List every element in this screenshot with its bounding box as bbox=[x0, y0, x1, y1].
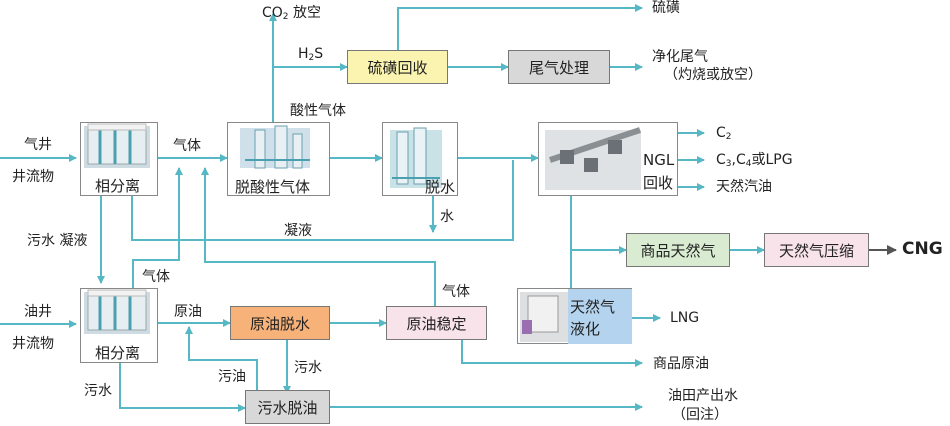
oil-sep-sewage-label: 污水 bbox=[84, 383, 112, 399]
flow-stabilize-gas bbox=[201, 167, 436, 308]
crude-oil-label: 原油 bbox=[174, 304, 202, 320]
crude-dewatering-box[interactable]: 原油脱水 bbox=[230, 306, 330, 340]
ngl-label-1: NGL bbox=[643, 151, 675, 169]
purified-tail-gas-note: （灼烧或放空） bbox=[664, 67, 762, 83]
phase-separator-gas-label: 相分离 bbox=[95, 177, 141, 195]
c3c4-lpg-label: C3,C4或LPG bbox=[716, 152, 793, 169]
flow-sewage-oil-return bbox=[185, 326, 258, 393]
lng-label-bg bbox=[568, 289, 632, 344]
flow-condensate bbox=[131, 160, 514, 241]
dewater-sewage-label: 污水 bbox=[294, 360, 322, 376]
flow-commercial-crude bbox=[461, 340, 643, 367]
lng-label-2: 液化 bbox=[570, 320, 601, 338]
commercial-gas-box[interactable]: 商品天然气 bbox=[626, 233, 730, 267]
oil-well-label: 油井 bbox=[24, 304, 52, 320]
flow-oil-sep-gas bbox=[132, 167, 183, 288]
sewage-condensate-label: 污水 凝液 bbox=[27, 233, 88, 249]
dehydration-label: 脱水 bbox=[425, 178, 456, 196]
lng-illustration bbox=[520, 292, 568, 342]
gas-well-label: 气井 bbox=[24, 137, 52, 153]
sewage-oil-label: 污油 bbox=[218, 369, 246, 385]
natural-gasoline-label: 天然汽油 bbox=[716, 179, 772, 195]
co2-vent-label: CO2 放空 bbox=[262, 5, 321, 22]
phase-separator-gas[interactable]: 相分离 bbox=[80, 122, 158, 196]
phase-separator-oil[interactable]: 相分离 bbox=[80, 288, 158, 363]
ngl-label-2: 回收 bbox=[643, 174, 674, 192]
dehydration-illustration bbox=[390, 127, 442, 188]
flow-sulfur-out bbox=[397, 4, 643, 50]
ngl-recovery-unit[interactable]: NGL 回收 bbox=[538, 122, 678, 196]
gas-label-oil-sep: 气体 bbox=[142, 269, 170, 285]
gas-label-top: 气体 bbox=[173, 138, 201, 154]
deacid-illustration bbox=[240, 125, 310, 169]
cng-label: CNG bbox=[902, 239, 943, 259]
gas-label-stabilize: 气体 bbox=[442, 284, 470, 300]
gas-compression-box[interactable]: 天然气压缩 bbox=[764, 233, 869, 267]
ngl-illustration bbox=[545, 127, 641, 190]
lng-unit[interactable]: 天然气 液化 bbox=[517, 288, 632, 344]
condensate-label: 凝液 bbox=[284, 223, 312, 239]
produced-water-label: 油田产出水 bbox=[668, 388, 738, 404]
phase-separator-oil-label: 相分离 bbox=[95, 344, 141, 362]
purified-tail-gas-label: 净化尾气 bbox=[652, 49, 708, 65]
gas-separator-illustration bbox=[84, 123, 150, 168]
lng-label-1: 天然气 bbox=[570, 298, 616, 316]
c2-label: C2 bbox=[716, 125, 732, 142]
flow-oil-sep-sewage bbox=[119, 363, 246, 412]
dehydration-unit[interactable]: 脱水 bbox=[382, 122, 458, 196]
deacid-label: 脱酸性气体 bbox=[235, 178, 311, 196]
sewage-deoiling-box[interactable]: 污水脱油 bbox=[245, 390, 330, 424]
oil-well-fluid-label: 井流物 bbox=[12, 336, 54, 352]
sulfur-recovery-box[interactable]: 硫磺回收 bbox=[347, 50, 448, 84]
h2s-label: H2S bbox=[298, 46, 324, 63]
crude-stabilization-box[interactable]: 原油稳定 bbox=[386, 306, 487, 340]
sulfur-product-label: 硫磺 bbox=[652, 0, 680, 16]
produced-water-note: （回注） bbox=[672, 407, 728, 423]
deacid-unit[interactable]: 脱酸性气体 bbox=[227, 122, 330, 196]
water-label: 水 bbox=[440, 209, 454, 225]
commercial-crude-label: 商品原油 bbox=[653, 356, 709, 372]
gas-well-fluid-label: 井流物 bbox=[12, 169, 54, 185]
lng-product-label: LNG bbox=[670, 310, 700, 326]
acid-gas-label: 酸性气体 bbox=[290, 103, 346, 119]
tail-gas-treatment-box[interactable]: 尾气处理 bbox=[508, 50, 610, 84]
oil-separator-illustration bbox=[84, 289, 150, 334]
